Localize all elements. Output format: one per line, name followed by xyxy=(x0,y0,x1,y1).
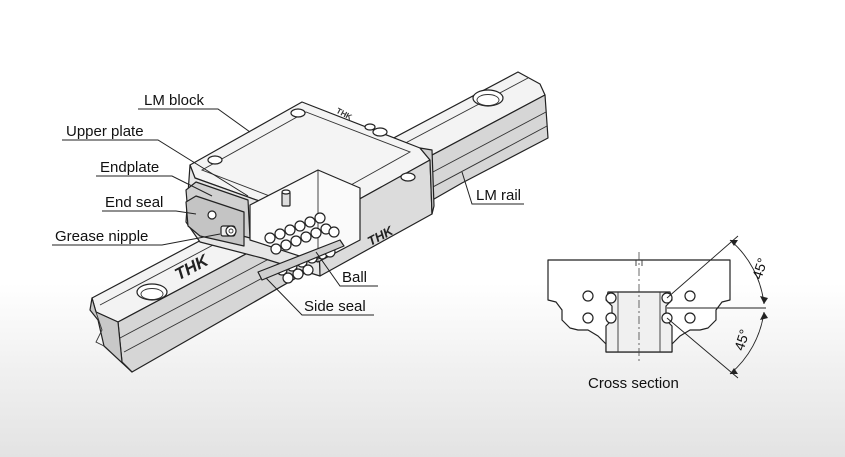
end-screw xyxy=(281,189,291,207)
rail-hole-front xyxy=(136,283,168,301)
side-seal xyxy=(257,239,345,281)
angle-lower: 45° xyxy=(731,327,753,352)
label-grease-nipple: Grease nipple xyxy=(55,228,148,245)
grease-nipple xyxy=(207,210,237,237)
cross-section xyxy=(547,235,768,379)
label-lm-block: LM block xyxy=(144,92,205,109)
label-ball: Ball xyxy=(342,269,367,286)
angle-upper: 45° xyxy=(749,256,771,281)
label-endplate: Endplate xyxy=(100,159,159,176)
label-end-seal: End seal xyxy=(105,194,163,211)
label-upper-plate: Upper plate xyxy=(66,123,144,140)
rail-hole-back xyxy=(472,89,504,107)
label-side-seal: Side seal xyxy=(304,298,366,315)
label-lm-rail: LM rail xyxy=(476,187,521,204)
label-cross-section: Cross section xyxy=(588,375,679,392)
leader-lines xyxy=(52,108,524,316)
